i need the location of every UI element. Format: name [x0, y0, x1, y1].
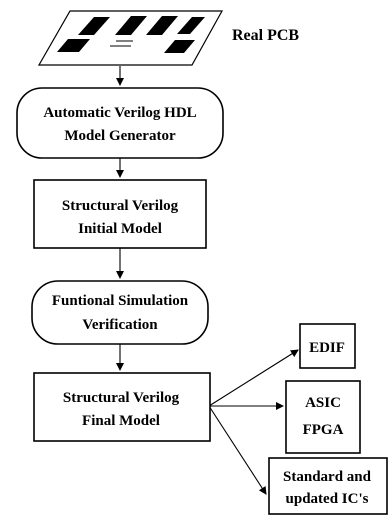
fpga-label: FPGA — [303, 422, 344, 438]
initial-model-line-1: Structural Verilog — [62, 198, 179, 214]
node-final-model: Structural Verilog Final Model — [33, 372, 211, 442]
model-generator-line-2: Model Generator — [64, 128, 176, 144]
node-initial-model: Structural Verilog Initial Model — [33, 179, 207, 249]
standard-ics-line-2: updated IC's — [286, 491, 369, 507]
node-model-generator: Automatic Verilog HDL Model Generator — [16, 87, 224, 159]
functional-simulation-line-1: Funtional Simulation — [52, 293, 189, 309]
node-edif: EDIF — [299, 323, 356, 369]
real-pcb-label: Real PCB — [232, 27, 299, 44]
standard-ics-line-1: Standard and — [283, 469, 372, 485]
pcb-chip-1 — [78, 17, 110, 35]
asic-label: ASIC — [305, 395, 341, 411]
pcb-chip-3 — [146, 16, 178, 35]
model-generator-line-1: Automatic Verilog HDL — [43, 105, 196, 121]
pcb-chip-2 — [115, 16, 147, 35]
edge-final-to-edif — [208, 349, 299, 407]
functional-simulation-line-2: Verification — [82, 317, 158, 333]
final-model-line-1: Structural Verilog — [63, 390, 180, 406]
pcb-board-icon — [37, 10, 224, 66]
node-asic-fpga: ASIC FPGA — [285, 380, 361, 454]
node-standard-ics: Standard and updated IC's — [268, 457, 388, 515]
node-functional-simulation: Funtional Simulation Verification — [31, 280, 209, 345]
pcb-chip-5 — [57, 39, 90, 52]
edif-label: EDIF — [309, 340, 345, 356]
pcb-chip-6 — [164, 40, 195, 53]
initial-model-line-2: Initial Model — [78, 221, 162, 237]
pcb-chip-4 — [177, 17, 205, 34]
edge-final-to-ics — [208, 405, 267, 495]
edges — [116, 66, 299, 495]
final-model-line-2: Final Model — [82, 413, 160, 429]
